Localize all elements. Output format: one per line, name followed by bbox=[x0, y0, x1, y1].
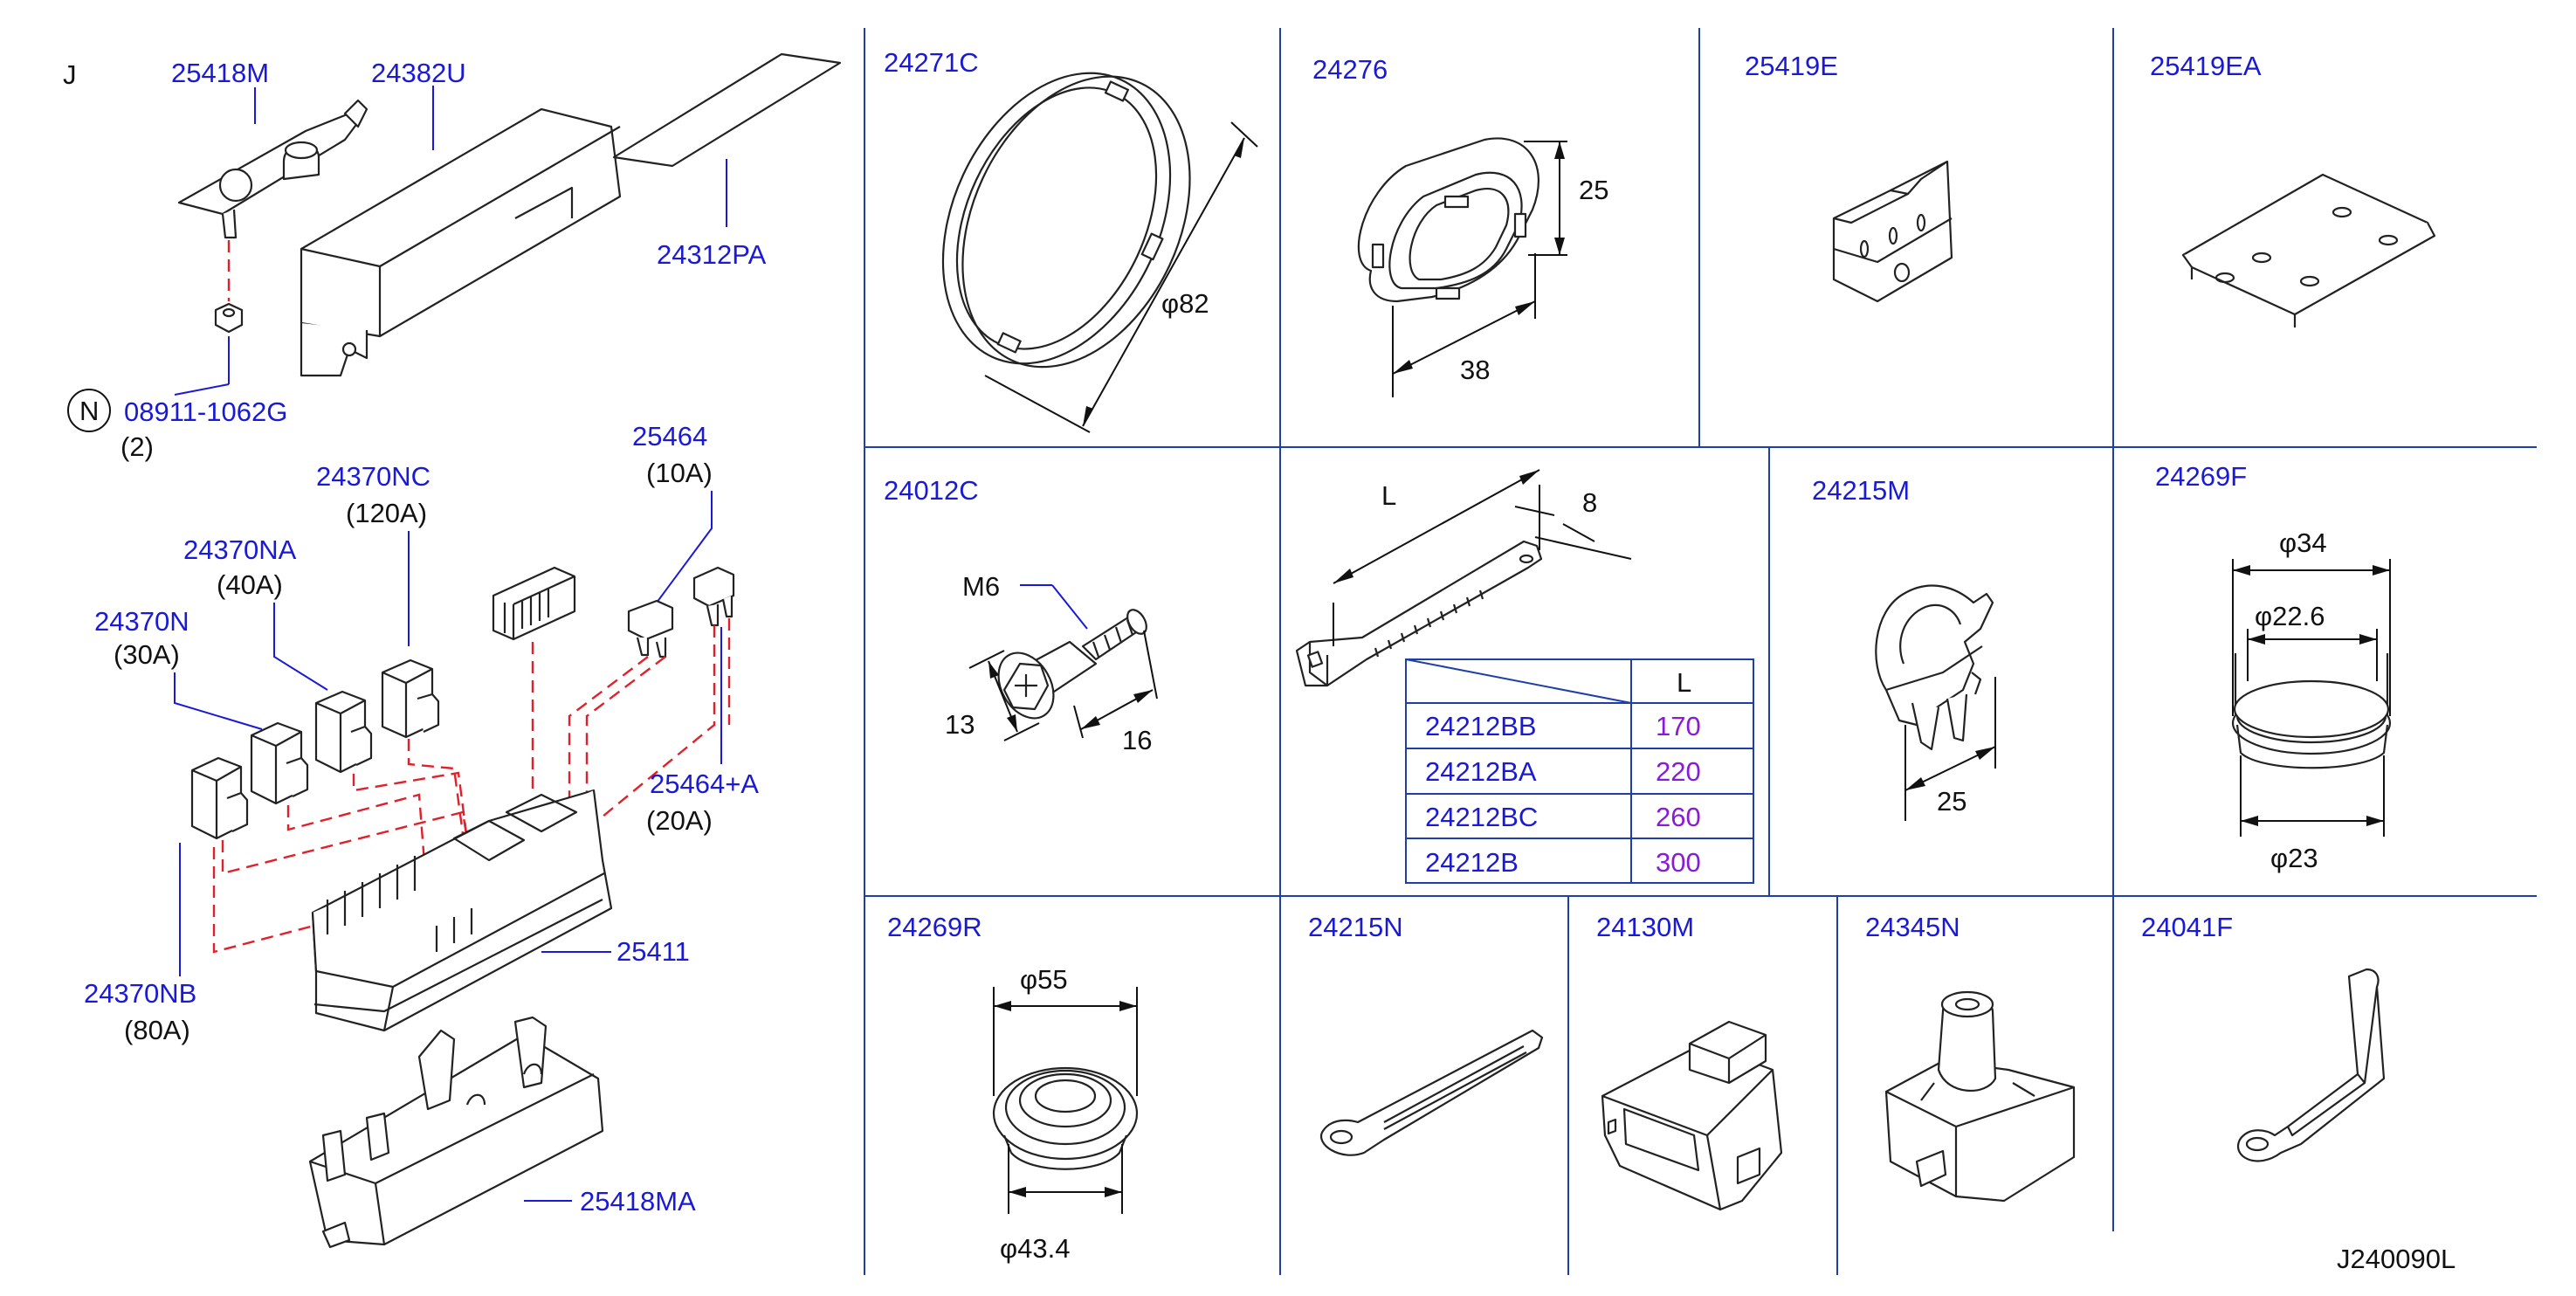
terminal-24041F-drawing bbox=[2237, 968, 2386, 1162]
table-header: L bbox=[1677, 667, 1691, 698]
label-08911-1062G: 08911-1062G bbox=[124, 396, 287, 427]
dim-24271C: φ82 bbox=[1161, 288, 1209, 319]
label-24370NA: 24370NA bbox=[183, 534, 297, 565]
label-25418MA: 25418MA bbox=[580, 1186, 696, 1217]
dim-cable-tie-w: 8 bbox=[1582, 487, 1597, 518]
part-24276: 24276 bbox=[1312, 54, 1388, 85]
label-25464-amp: (10A) bbox=[646, 458, 713, 488]
part-24271C: 24271C bbox=[884, 47, 979, 78]
table-row-part: 24212BC bbox=[1425, 802, 1538, 832]
dim-24276-h: 25 bbox=[1579, 175, 1608, 205]
cover-24382U-drawing bbox=[300, 107, 622, 377]
nut-symbol-letter: N bbox=[79, 396, 99, 426]
bracket-25419E-drawing bbox=[1832, 160, 1953, 303]
dim-24215M: 25 bbox=[1937, 786, 1966, 817]
label-25464A-amp: (20A) bbox=[646, 805, 713, 836]
fuse-blocks-drawing bbox=[190, 566, 735, 840]
dim-24269F-a: φ34 bbox=[2279, 527, 2327, 558]
dim-24012C-a: 13 bbox=[945, 709, 975, 740]
cell-24276: 24276 25 38 bbox=[1312, 54, 1608, 397]
label-24370NC: 24370NC bbox=[316, 461, 430, 492]
table-row-value: 220 bbox=[1656, 756, 1701, 787]
cell-24215N: 24215N bbox=[1308, 912, 1544, 1156]
cell-24271C: 24271C φ82 bbox=[884, 47, 1258, 433]
label-24370N: 24370N bbox=[94, 606, 189, 637]
left-panel: J 25418M 24382U 2 bbox=[63, 52, 842, 1249]
table-row-part: 24212B bbox=[1425, 847, 1519, 878]
bolt-24012C-drawing bbox=[997, 609, 1147, 720]
grommet-24269F-drawing bbox=[2231, 653, 2392, 769]
label-25464: 25464 bbox=[632, 421, 707, 452]
part-25419EA: 25419EA bbox=[2150, 51, 2262, 81]
part-24215M: 24215M bbox=[1812, 475, 1910, 506]
ring-24271C-drawing bbox=[941, 72, 1191, 369]
bracket-25418M-drawing bbox=[177, 99, 368, 239]
label-plate-24312PA-drawing bbox=[612, 52, 842, 168]
cell-24269R: 24269R φ55 φ43.4 bbox=[887, 912, 1139, 1264]
cell-25419E: 25419E bbox=[1745, 51, 1953, 303]
fuse-block-25411-drawing bbox=[311, 789, 613, 1032]
cell-24269F: 24269F φ34 φ22.6 φ23 bbox=[2155, 461, 2392, 873]
label-24370NA-amp: (40A) bbox=[217, 569, 283, 600]
cell-24012C: 24012C M6 13 16 bbox=[884, 475, 1158, 755]
connector-24130M-drawing bbox=[1601, 1020, 1783, 1211]
dim-24269R-b: φ43.4 bbox=[1000, 1233, 1070, 1264]
clip-24215M-drawing bbox=[1875, 584, 1994, 751]
dim-24012C-b: 16 bbox=[1122, 725, 1152, 755]
dim-24269F-b: φ22.6 bbox=[2255, 601, 2325, 631]
table-row-part: 24212BB bbox=[1425, 711, 1537, 741]
grommet-24276-drawing bbox=[1357, 137, 1540, 303]
table-row-value: 170 bbox=[1656, 711, 1701, 741]
label-25411: 25411 bbox=[616, 936, 690, 967]
part-24345N: 24345N bbox=[1865, 912, 1960, 942]
label-25418M: 25418M bbox=[171, 58, 269, 88]
cell-24212: L 8 L 24212BB 170 24212BA 220 24212BC 26… bbox=[1295, 469, 1754, 884]
tray-25418MA-drawing bbox=[308, 1016, 604, 1249]
part-24269R: 24269R bbox=[887, 912, 982, 942]
label-24370NB-amp: (80A) bbox=[124, 1015, 190, 1045]
cell-24041F: 24041F bbox=[2141, 912, 2386, 1162]
bracket-25419EA-drawing bbox=[2181, 173, 2436, 327]
label-25464A: 25464+A bbox=[650, 769, 759, 799]
relay-24345N-drawing bbox=[1884, 990, 2076, 1203]
label-24382U: 24382U bbox=[371, 58, 466, 88]
dim-24269R-a: φ55 bbox=[1020, 964, 1068, 995]
length-table: L 24212BB 170 24212BA 220 24212BC 260 24… bbox=[1405, 658, 1754, 884]
label-24370N-amp: (30A) bbox=[114, 639, 180, 670]
label-qty: (2) bbox=[121, 431, 154, 462]
section-letter: J bbox=[63, 59, 77, 90]
table-row-part: 24212BA bbox=[1425, 756, 1537, 787]
cell-25419EA: 25419EA bbox=[2150, 51, 2436, 327]
dim-24269F-c: φ23 bbox=[2270, 843, 2318, 873]
cell-24345N: 24345N bbox=[1865, 912, 2076, 1203]
part-24130M: 24130M bbox=[1596, 912, 1694, 942]
nut-drawing bbox=[214, 302, 244, 334]
cell-24130M: 24130M bbox=[1596, 912, 1783, 1211]
dim-24276-w: 38 bbox=[1460, 355, 1490, 385]
diagram-id: J240090L bbox=[2337, 1244, 2455, 1274]
part-24215N: 24215N bbox=[1308, 912, 1403, 942]
part-24012C: 24012C bbox=[884, 475, 979, 506]
label-24370NB: 24370NB bbox=[84, 978, 196, 1009]
cable-tie-drawing bbox=[1295, 540, 1543, 687]
grid-lines bbox=[864, 28, 2537, 1275]
dim-24012C-thread: M6 bbox=[962, 571, 1000, 602]
part-25419E: 25419E bbox=[1745, 51, 1838, 81]
cell-24215M: 24215M 25 bbox=[1812, 475, 1996, 821]
grommet-24269R-drawing bbox=[992, 1066, 1139, 1170]
part-24269F: 24269F bbox=[2155, 461, 2247, 492]
strap-24215N-drawing bbox=[1320, 1029, 1544, 1156]
label-24370NC-amp: (120A) bbox=[346, 498, 427, 528]
table-row-value: 260 bbox=[1656, 802, 1701, 832]
table-row-value: 300 bbox=[1656, 847, 1701, 878]
part-24041F: 24041F bbox=[2141, 912, 2233, 942]
label-24312PA: 24312PA bbox=[657, 239, 767, 270]
nut-symbol-circle bbox=[67, 389, 111, 432]
dim-cable-tie-len: L bbox=[1381, 480, 1396, 511]
